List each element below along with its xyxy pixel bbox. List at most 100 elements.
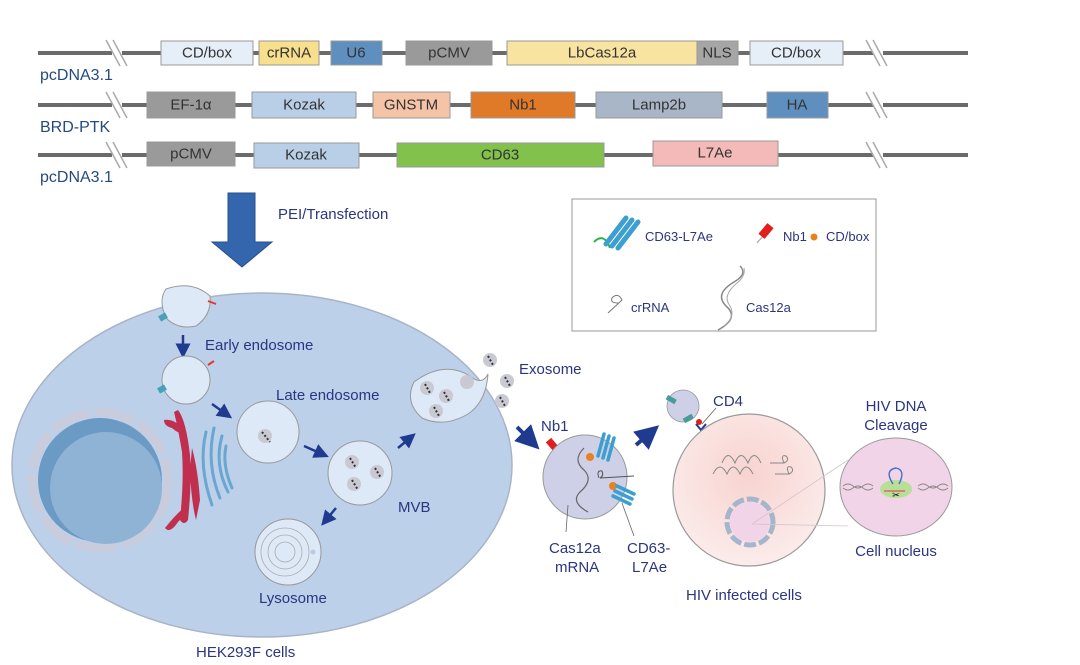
arrow-to-exosome-detail-icon xyxy=(514,424,540,450)
gene-kozak-2: Kozak xyxy=(253,142,360,169)
svg-text:crRNA: crRNA xyxy=(267,45,311,62)
exosome-release-icon xyxy=(409,368,489,423)
cd-box-icon xyxy=(810,233,818,241)
svg-text:U6: U6 xyxy=(346,45,365,62)
construct-row-1: CD/box crRNA U6 pCMV LbCas12a NLS CD/box… xyxy=(38,39,968,84)
svg-text:CD/box: CD/box xyxy=(771,45,822,62)
nb1-label: Nb1 xyxy=(541,418,569,435)
plasmid-label-3: pcDNA3.1 xyxy=(40,169,113,186)
break-mark-left xyxy=(105,91,128,119)
svg-text:HA: HA xyxy=(787,97,808,114)
legend-label-crrna: crRNA xyxy=(631,300,670,315)
cell-nucleus-label: Cell nucleus xyxy=(855,543,937,560)
svg-text:L7Ae: L7Ae xyxy=(697,145,732,162)
svg-text:LbCas12a: LbCas12a xyxy=(568,45,637,62)
gene-kozak-1: Kozak xyxy=(251,91,357,119)
gene-cd63: CD63 xyxy=(396,142,605,168)
legend-label-cd-box: CD/box xyxy=(826,229,870,244)
plasmid-label-2: BRD-PTK xyxy=(40,119,111,136)
gene-nls: NLS xyxy=(696,40,739,66)
endoplasmic-reticulum-icon xyxy=(164,410,200,530)
svg-text:Nb1: Nb1 xyxy=(509,97,537,114)
break-mark-left xyxy=(105,141,128,169)
gene-ef1a: EF-1α xyxy=(146,91,236,119)
svg-text:NLS: NLS xyxy=(702,45,731,62)
legend-box: CD63-L7Ae Nb1 CD/box crRNA Cas12a xyxy=(571,198,877,332)
svg-text:CD/box: CD/box xyxy=(182,45,233,62)
binding-exosome-icon xyxy=(665,389,717,436)
late-endosome-icon xyxy=(236,400,300,464)
target-cell-membrane xyxy=(672,413,826,567)
construct-row-2: EF-1α Kozak GNSTM Nb1 Lamp2b HA BRD-PTK xyxy=(38,91,968,136)
cas12a-mrna-label-line2: mRNA xyxy=(555,559,599,576)
arrow-to-exosome-release-icon xyxy=(397,433,416,449)
legend-label-cd63-l7ae: CD63-L7Ae xyxy=(645,229,713,244)
gene-pcmv-2: pCMV xyxy=(146,141,236,167)
cd63-l7ae-label-line1: CD63- xyxy=(627,540,670,557)
gene-u6: U6 xyxy=(330,40,383,66)
gene-nb1: Nb1 xyxy=(470,91,576,119)
cleavage-label-line1: HIV DNA xyxy=(866,398,927,415)
cd63-l7ae-label-line2: L7Ae xyxy=(632,559,667,576)
legend-label-nb1: Nb1 xyxy=(783,229,807,244)
plasmid-label-1: pcDNA3.1 xyxy=(40,67,113,84)
break-mark-left xyxy=(105,39,128,67)
scissors-icon: ✂ xyxy=(892,490,900,500)
target-cell-label: HIV infected cells xyxy=(686,587,802,604)
arrow-to-mvb-icon xyxy=(303,444,329,458)
zoom-callout-lines xyxy=(751,459,849,527)
nb1-icon xyxy=(756,223,774,244)
target-nucleus-icon xyxy=(724,496,776,548)
endocytic-vesicle-icon xyxy=(158,285,217,328)
mvb-icon xyxy=(327,440,393,506)
late-endosome-label: Late endosome xyxy=(276,387,379,404)
cd63-l7ae-icon xyxy=(593,215,641,251)
exosome-detail-icon xyxy=(542,432,636,537)
cell-membrane xyxy=(11,292,513,638)
early-endosome-label: Early endosome xyxy=(205,337,313,354)
producer-cell: Early endosome Late endosome xyxy=(11,285,513,638)
arrow-to-lysosome-icon xyxy=(321,507,337,526)
magnified-nucleus-icon: ✂ xyxy=(839,437,953,537)
nucleus-icon xyxy=(27,407,173,553)
break-mark-right xyxy=(865,39,888,67)
svg-text:Kozak: Kozak xyxy=(283,97,325,114)
mvb-label: MVB xyxy=(398,499,431,516)
gene-l7ae: L7Ae xyxy=(652,140,779,167)
svg-text:pCMV: pCMV xyxy=(170,146,212,163)
lysosome-label: Lysosome xyxy=(259,590,327,607)
exosome-label: Exosome xyxy=(519,361,582,378)
hiv-rna-icon xyxy=(712,455,794,476)
gene-gnstm: GNSTM xyxy=(372,91,451,119)
svg-text:Lamp2b: Lamp2b xyxy=(632,97,686,114)
gene-lbcas12a: LbCas12a xyxy=(506,40,698,66)
svg-text:GNSTM: GNSTM xyxy=(384,97,438,114)
legend-label-cas12a: Cas12a xyxy=(746,300,792,315)
released-exosomes-icon xyxy=(483,353,514,408)
break-mark-right xyxy=(865,141,888,169)
arrow-to-target-cell-icon xyxy=(633,425,660,450)
producer-cell-label: HEK293F cells xyxy=(196,644,295,661)
cas12a-mrna-label-line1: Cas12a xyxy=(549,540,601,557)
target-cell xyxy=(672,413,849,567)
lysosome-icon xyxy=(254,518,322,586)
transfection-arrow-icon xyxy=(210,192,274,268)
early-endosome-icon xyxy=(157,355,215,405)
gene-cd-box-2: CD/box xyxy=(749,40,844,66)
gene-lamp2b: Lamp2b xyxy=(595,91,723,119)
cleavage-label-line2: Cleavage xyxy=(864,417,927,434)
gene-cd-box-1: CD/box xyxy=(160,40,254,66)
gene-crrna: crRNA xyxy=(258,40,320,66)
svg-text:pCMV: pCMV xyxy=(428,45,470,62)
gene-ha: HA xyxy=(766,91,829,119)
cd4-label: CD4 xyxy=(713,393,743,410)
svg-text:EF-1α: EF-1α xyxy=(170,97,212,114)
golgi-icon xyxy=(201,426,234,507)
break-mark-right xyxy=(865,91,888,119)
svg-text:Kozak: Kozak xyxy=(285,147,327,164)
crrna-icon xyxy=(607,294,623,314)
cas12a-icon xyxy=(717,265,745,331)
gene-pcmv-1: pCMV xyxy=(405,40,493,66)
construct-row-3: pCMV Kozak CD63 L7Ae pcDNA3.1 xyxy=(38,140,968,186)
